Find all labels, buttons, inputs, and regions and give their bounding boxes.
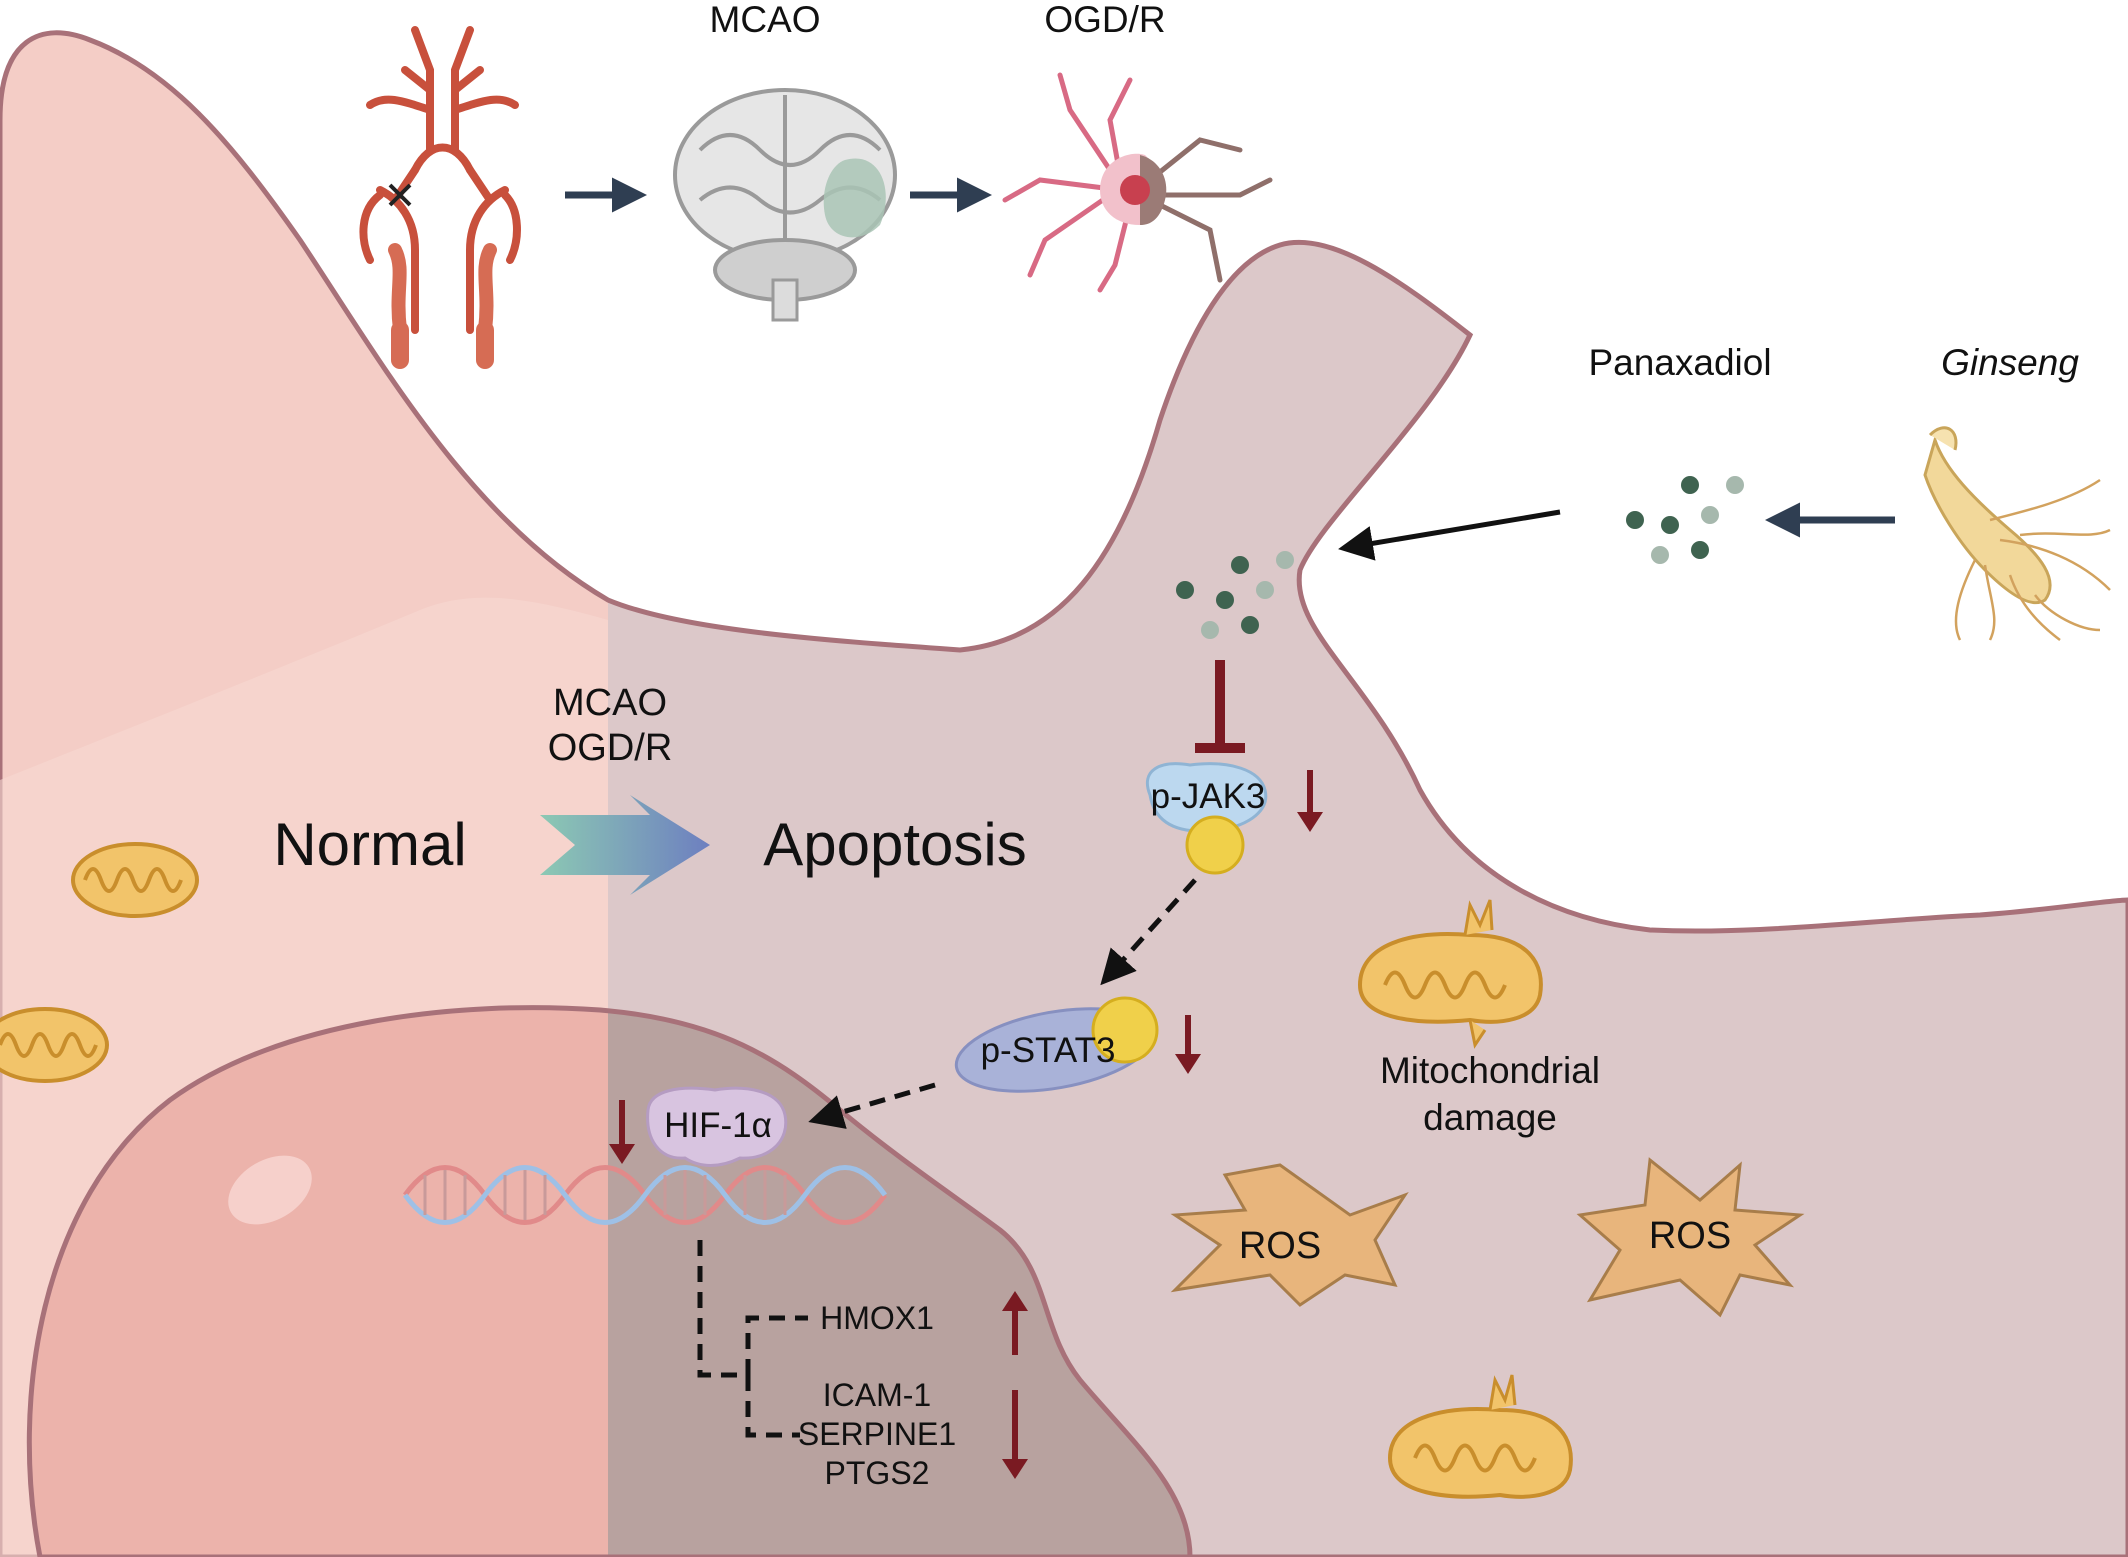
- gene-up-arrow: [1002, 1291, 1028, 1355]
- ogdr-label: OGD/R: [1044, 0, 1165, 40]
- jak3-to-stat3-arrow: [1100, 878, 1197, 986]
- hif-down-arrow: [609, 1100, 635, 1164]
- gene-down-1: SERPINE1: [798, 1416, 956, 1452]
- apoptosis-label: Apoptosis: [763, 811, 1027, 878]
- ros-burst-icon: [1576, 1157, 1805, 1318]
- gene-up-0: HMOX1: [820, 1300, 934, 1336]
- gene-connector: [697, 1240, 808, 1438]
- ros-label-0: ROS: [1239, 1225, 1321, 1267]
- hif-label: HIF-1α: [664, 1106, 772, 1145]
- condition-line1: MCAO: [553, 682, 667, 724]
- ros-label-1: ROS: [1649, 1215, 1731, 1257]
- inhibition-bar: [1195, 660, 1245, 753]
- stat3-down-arrow: [1175, 1015, 1201, 1074]
- cerebral-artery-icon: [359, 26, 521, 369]
- condition-line2: OGD/R: [548, 727, 673, 769]
- mito-damage-label-1: Mitochondrial: [1380, 1050, 1600, 1091]
- ros-burst-icon: [1170, 1163, 1409, 1307]
- panaxadiol-label: Panaxadiol: [1588, 342, 1771, 383]
- nucleolus: [228, 1155, 312, 1225]
- mcao-label: MCAO: [710, 0, 821, 40]
- stat3-label: p-STAT3: [981, 1031, 1116, 1070]
- dna-helix-icon: [402, 1165, 888, 1225]
- jak3-label: p-JAK3: [1151, 777, 1266, 816]
- ginseng-label: Ginseng: [1941, 342, 2079, 383]
- gene-down-2: PTGS2: [825, 1455, 930, 1491]
- mitochondrion-icon: [0, 1007, 109, 1083]
- stat3-to-hif-arrow: [808, 1082, 936, 1129]
- gene-down-arrow: [1002, 1390, 1028, 1479]
- transition-arrow: [540, 795, 710, 895]
- intracellular-dots: [1176, 551, 1294, 639]
- gene-down-0: ICAM-1: [823, 1377, 931, 1413]
- mitochondrion-icon: [1387, 1374, 1573, 1499]
- mitochondrion-icon: [1357, 899, 1543, 1049]
- mitochondrion-icon: [71, 842, 199, 918]
- normal-label: Normal: [273, 811, 466, 878]
- hif-protein: [646, 1086, 788, 1167]
- ginseng-root-icon: [1923, 426, 2111, 641]
- infarct-region: [823, 158, 886, 238]
- entry-arrow: [1338, 509, 1561, 561]
- stat3-protein: [954, 996, 1159, 1093]
- brain-icon: [673, 88, 897, 322]
- mito-damage-label-2: damage: [1423, 1097, 1557, 1138]
- jak3-protein: [1146, 762, 1268, 875]
- occlusion-mark: [388, 183, 412, 207]
- panaxadiol-dots: [1626, 476, 1744, 564]
- neuron-icon: [1002, 72, 1273, 293]
- jak3-down-arrow: [1297, 770, 1323, 832]
